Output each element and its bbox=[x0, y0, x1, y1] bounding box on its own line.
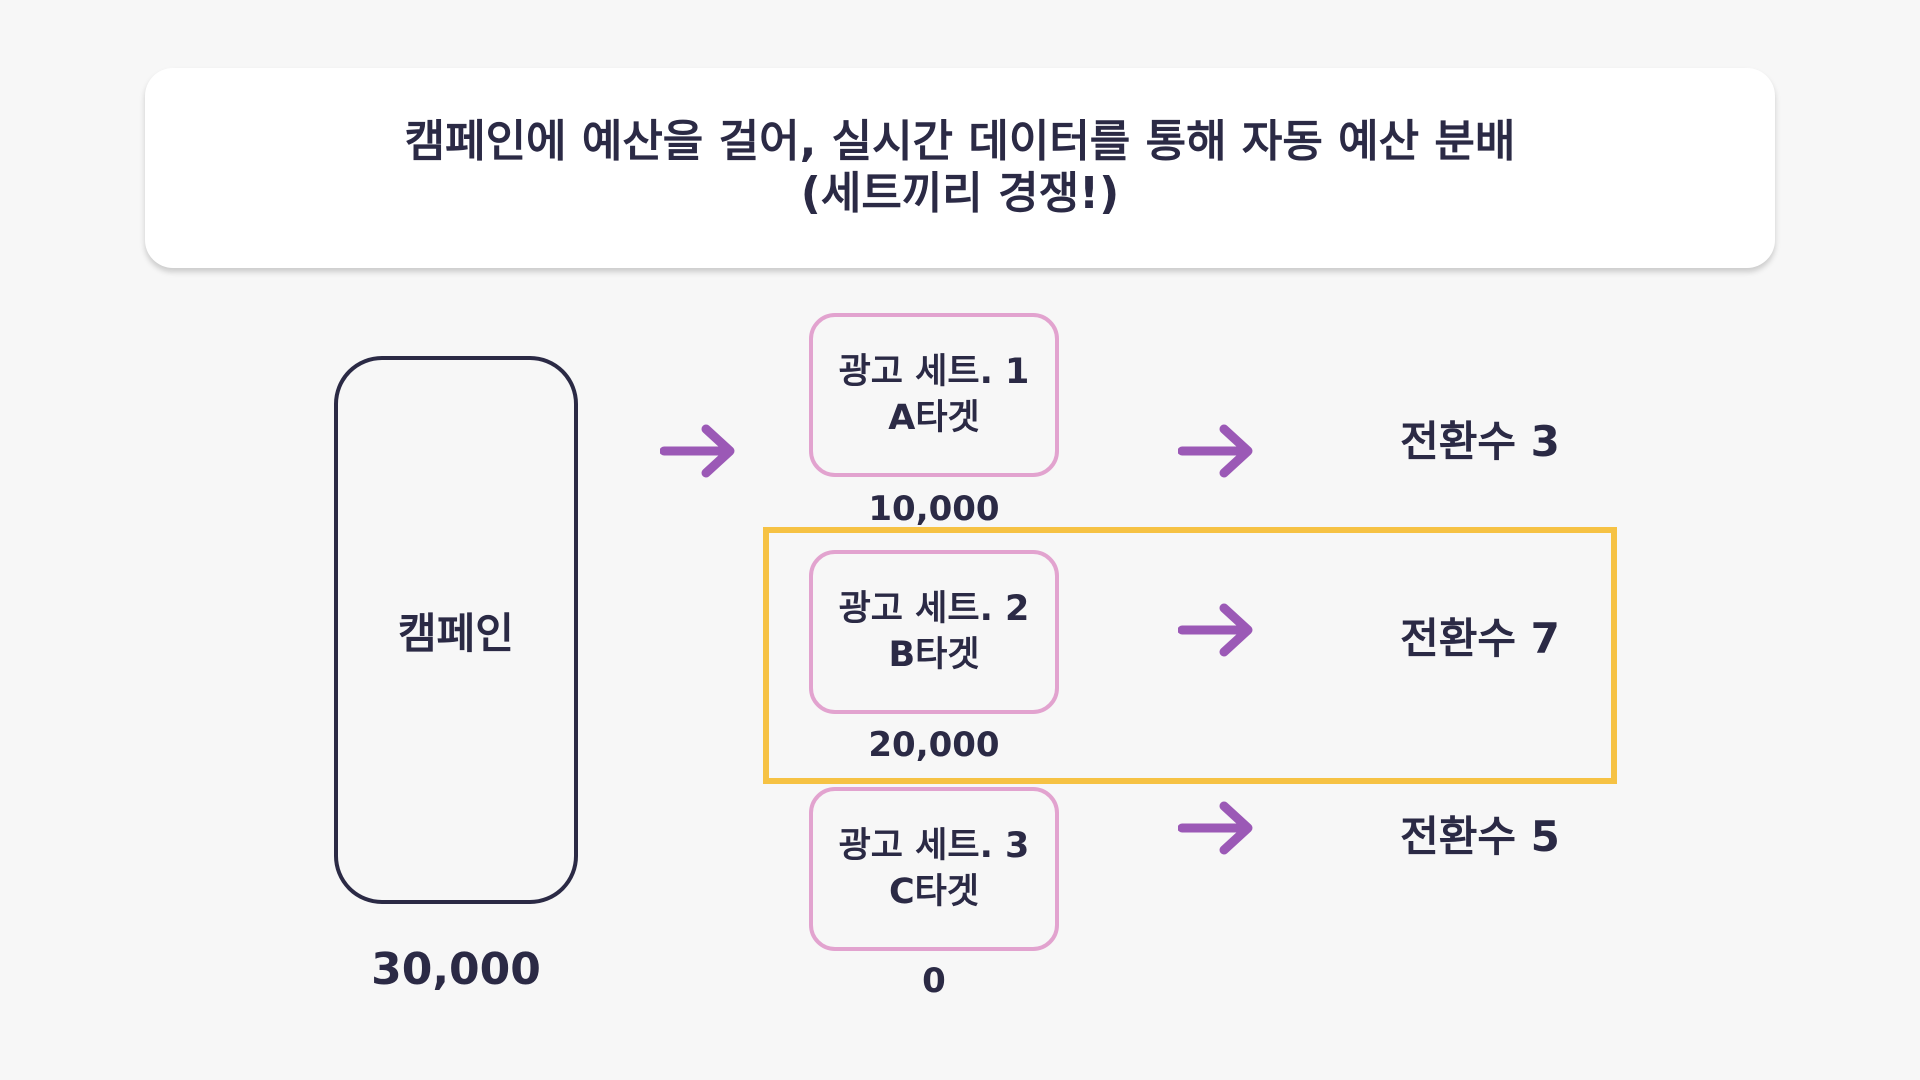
ad-set-1-box: 광고 세트. 1 A타겟 bbox=[809, 313, 1059, 477]
campaign-label: 캠페인 bbox=[398, 608, 514, 658]
ad-set-3-conversions: 전환수 5 bbox=[1400, 812, 1560, 861]
ad-set-2-conversions: 전환수 7 bbox=[1400, 614, 1560, 663]
ad-set-3-target: C타겟 bbox=[888, 872, 980, 912]
ad-set-1-budget: 10,000 bbox=[868, 489, 1000, 529]
ad-set-2-arrow-icon bbox=[1178, 603, 1253, 657]
ad-set-2-target: B타겟 bbox=[888, 635, 980, 675]
ad-set-2-budget: 20,000 bbox=[868, 725, 1000, 765]
ad-set-3-box: 광고 세트. 3 C타겟 bbox=[809, 787, 1059, 951]
campaign-arrow-icon bbox=[660, 424, 735, 478]
ad-set-2-box: 광고 세트. 2 B타겟 bbox=[809, 550, 1059, 714]
ad-set-1-conversions: 전환수 3 bbox=[1400, 417, 1560, 466]
ad-set-3-name: 광고 세트. 3 bbox=[838, 826, 1030, 866]
campaign-box: 캠페인 bbox=[334, 356, 578, 904]
ad-set-3-arrow-icon bbox=[1178, 801, 1253, 855]
title-line-1: 캠페인에 예산을 걸어, 실시간 데이터를 통해 자동 예산 분배 bbox=[404, 116, 1516, 167]
campaign-budget: 30,000 bbox=[371, 944, 541, 995]
ad-set-1-name: 광고 세트. 1 bbox=[838, 352, 1030, 392]
ad-set-2-name: 광고 세트. 2 bbox=[838, 589, 1030, 629]
ad-set-1-arrow-icon bbox=[1178, 424, 1253, 478]
ad-set-3-budget: 0 bbox=[922, 961, 946, 1001]
title-card: 캠페인에 예산을 걸어, 실시간 데이터를 통해 자동 예산 분배 (세트끼리 … bbox=[145, 68, 1775, 268]
title-line-2: (세트끼리 경쟁!) bbox=[800, 168, 1120, 219]
highlight-frame bbox=[763, 527, 1617, 784]
ad-set-1-target: A타겟 bbox=[888, 398, 980, 438]
